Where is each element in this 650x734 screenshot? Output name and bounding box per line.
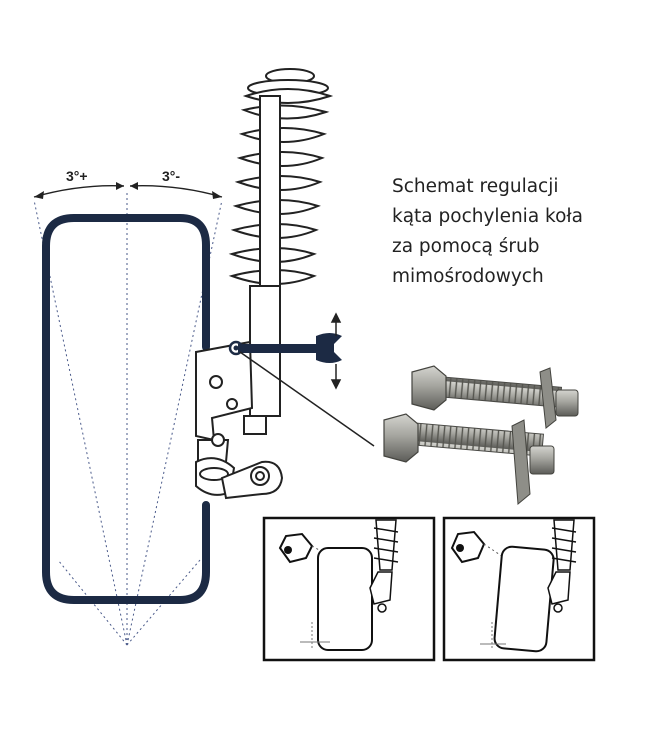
angle-label-negative: 3°- xyxy=(162,168,180,184)
caption-line-4: mimośrodowych xyxy=(392,266,544,287)
angle-label-positive: 3°+ xyxy=(66,168,88,184)
eccentric-bolt-bottom xyxy=(383,413,555,506)
control-arm xyxy=(220,460,284,500)
inset-diagram-2 xyxy=(442,516,596,662)
diagram-caption: Schemat regulacji kąta pochylenia koła z… xyxy=(392,172,632,292)
wrench-icon xyxy=(238,333,342,363)
angle-dimension xyxy=(33,185,223,198)
angle-arrows xyxy=(34,182,222,199)
leader-line xyxy=(239,351,375,447)
knuckle-bracket xyxy=(195,340,254,496)
wheel-outline xyxy=(42,214,210,604)
eccentric-bolt-top xyxy=(411,365,579,429)
adjust-direction-arrows-icon xyxy=(330,312,342,390)
caption-line-3: za pomocą śrub xyxy=(392,236,540,257)
camber-angle-lines xyxy=(33,192,223,646)
caption-line-1: Schemat regulacji xyxy=(392,176,559,197)
caption-line-2: kąta pochylenia koła xyxy=(392,206,583,227)
inset-diagram-1 xyxy=(262,516,436,662)
